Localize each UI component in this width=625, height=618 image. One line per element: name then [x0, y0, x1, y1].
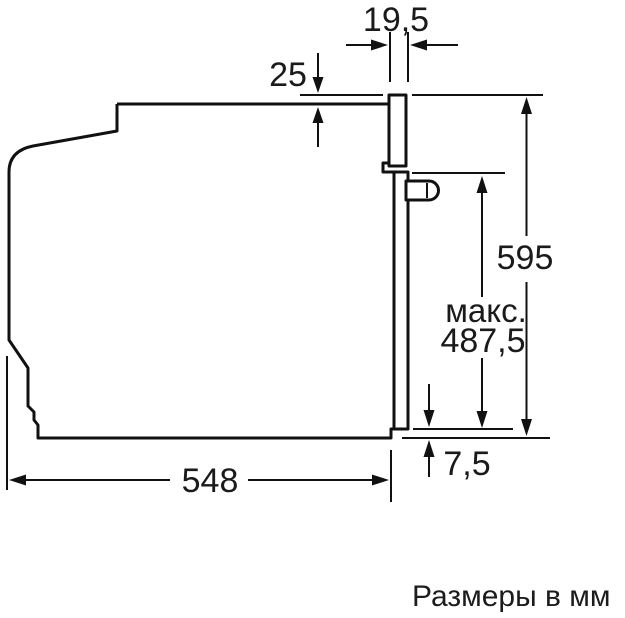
dim-top-protrusion: 25	[269, 53, 383, 147]
dim-label-max-recess: 487,5	[440, 322, 525, 360]
oven-body-outline	[7, 102, 394, 440]
oven-door-panel	[381, 93, 440, 431]
dim-label-body-depth: 548	[182, 462, 239, 500]
door-panel-lower	[392, 170, 410, 431]
arrow-down-icon	[312, 77, 324, 93]
oven-left-profile	[7, 104, 394, 440]
arrow-left-icon	[9, 474, 26, 486]
dim-max-recess: макс. 487,5	[412, 172, 527, 430]
arrow-right-icon	[372, 474, 389, 486]
arrow-up-icon	[423, 440, 435, 457]
dim-label-door-thickness: 19,5	[363, 1, 429, 39]
arrow-down-icon	[521, 419, 532, 436]
arrow-left-icon	[410, 39, 427, 51]
arrow-up-icon	[521, 97, 532, 114]
arrow-right-icon	[371, 39, 388, 51]
units-footer-label: Размеры в мм	[412, 580, 611, 613]
dim-body-depth: 548	[6, 356, 392, 502]
door-panel-notch	[381, 161, 394, 174]
arrow-up-icon	[476, 176, 488, 193]
door-panel-upper	[387, 93, 408, 168]
dim-label-overall-height: 595	[497, 239, 554, 277]
dim-label-top-protrusion: 25	[269, 56, 307, 94]
arrow-down-icon	[476, 411, 488, 428]
dim-label-max-prefix: макс.	[445, 292, 527, 329]
arrow-down-icon	[423, 410, 435, 427]
dim-overall-height: 595	[402, 94, 554, 439]
dim-bottom-clearance: 7,5	[423, 384, 491, 483]
dim-door-thickness: 19,5	[346, 1, 458, 82]
arrow-up-icon	[312, 107, 324, 123]
door-handle	[404, 179, 440, 202]
dim-label-bottom-clearance: 7,5	[443, 445, 490, 483]
